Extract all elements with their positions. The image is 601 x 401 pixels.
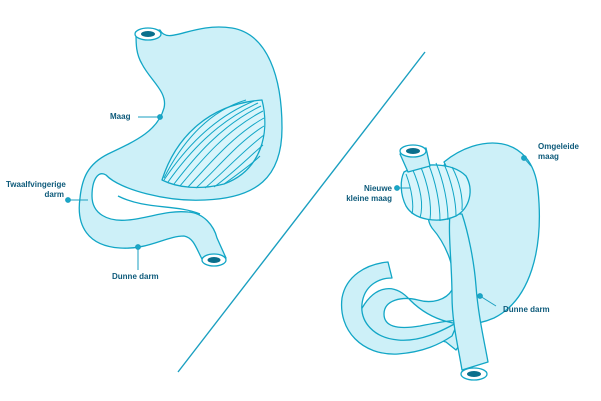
twaalfvingerige-darm-pointer-dot	[65, 197, 71, 203]
normal-anatomy-illustration	[78, 26, 283, 267]
dunne-darm-right-pointer-dot	[477, 293, 483, 299]
bypass-anatomy-illustration	[340, 142, 540, 381]
label-nieuwe-kleine-maag: Nieuwe kleine maag	[346, 184, 392, 203]
omgeleide-maag-pointer-dot	[521, 155, 527, 161]
label-omgeleide-maag: Omgeleide maag	[538, 142, 579, 161]
divider-line	[177, 51, 426, 373]
label-maag: Maag	[110, 112, 131, 121]
label-dunne-darm-left: Dunne darm	[112, 272, 159, 281]
bypassed-stomach-shape	[357, 142, 540, 351]
left-pointers	[65, 114, 163, 270]
stomach-inner-line	[117, 195, 201, 215]
small-intestine-limb	[448, 213, 489, 371]
maag-pointer-dot	[157, 114, 163, 120]
pouch-fold-lines	[405, 162, 463, 222]
dunne-darm-pointer-dot	[135, 244, 141, 250]
label-dunne-darm-right: Dunne darm	[503, 305, 550, 314]
right-pointers	[394, 155, 532, 307]
fold-lines	[163, 99, 265, 189]
label-twaalfvingerige-darm: Twaalfvingerige darm	[6, 180, 66, 199]
nieuwe-kleine-maag-pointer-dot	[394, 185, 400, 191]
stomach-lower-loop	[340, 261, 459, 355]
